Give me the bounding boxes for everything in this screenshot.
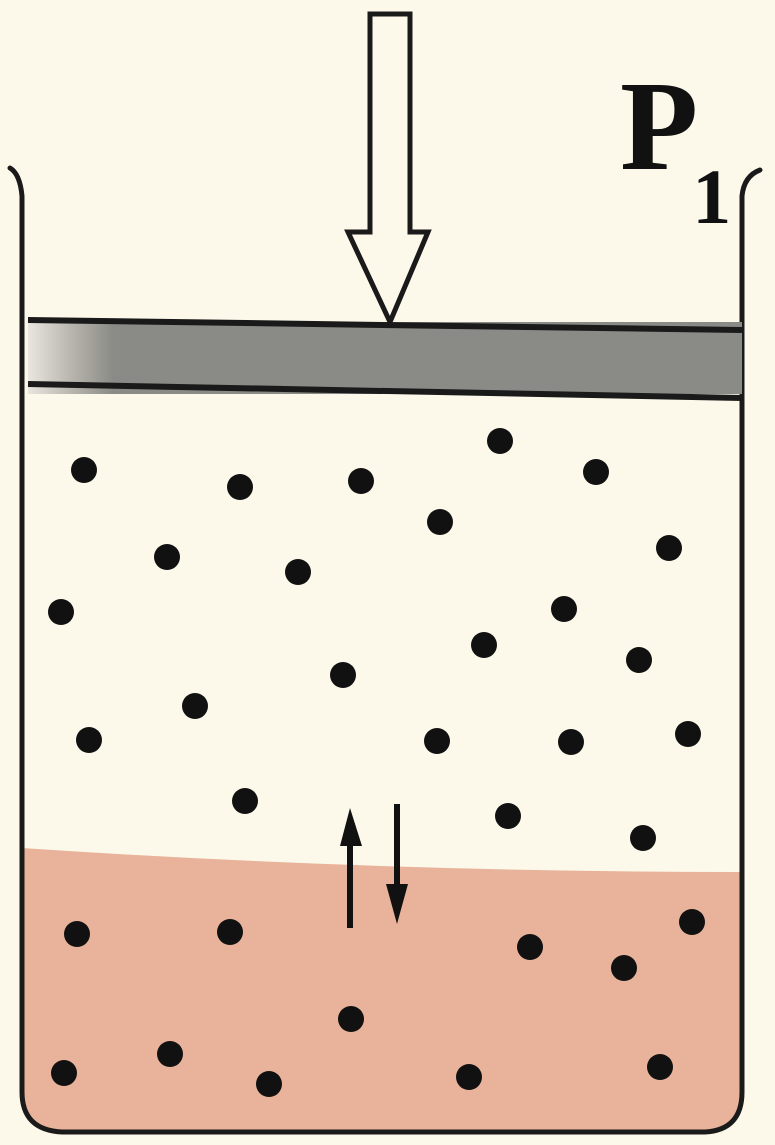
vapor-molecule: [551, 596, 577, 622]
vapor-molecule: [471, 632, 497, 658]
pressure-label: P1: [620, 62, 737, 190]
vapor-molecule: [182, 693, 208, 719]
vapor-molecule: [285, 559, 311, 585]
liquid-molecule: [157, 1041, 183, 1067]
liquid-molecule: [647, 1054, 673, 1080]
vapor-molecule: [626, 647, 652, 673]
vapor-molecule: [487, 428, 513, 454]
liquid-molecule: [256, 1071, 282, 1097]
liquid-molecule: [679, 909, 705, 935]
vapor-molecule: [330, 662, 356, 688]
vapor-molecule: [656, 535, 682, 561]
vapor-molecule: [48, 599, 74, 625]
piston-plate: [28, 320, 742, 398]
vapor-molecule: [232, 788, 258, 814]
liquid-molecule: [338, 1006, 364, 1032]
vapor-molecule: [154, 544, 180, 570]
liquid-molecule: [51, 1060, 77, 1086]
vapor-molecules: [48, 428, 701, 851]
vapor-molecule: [675, 721, 701, 747]
pressure-subscript: 1: [692, 158, 731, 236]
vapor-molecule: [495, 803, 521, 829]
vapor-molecule: [348, 468, 374, 494]
liquid-molecule: [517, 934, 543, 960]
vapor-molecule: [227, 474, 253, 500]
pressure-symbol: P: [620, 62, 698, 190]
vapor-molecule: [583, 459, 609, 485]
liquid-molecule: [217, 919, 243, 945]
vapor-molecule: [558, 729, 584, 755]
liquid-molecule: [611, 955, 637, 981]
liquid-molecule: [64, 921, 90, 947]
vapor-molecule: [427, 509, 453, 535]
down-arrow-icon: [348, 14, 428, 322]
vapor-molecule: [424, 728, 450, 754]
vapor-molecule: [76, 727, 102, 753]
liquid-molecule: [456, 1064, 482, 1090]
vapor-molecule: [71, 457, 97, 483]
liquid-phase: [22, 848, 742, 1130]
vapor-molecule: [630, 825, 656, 851]
